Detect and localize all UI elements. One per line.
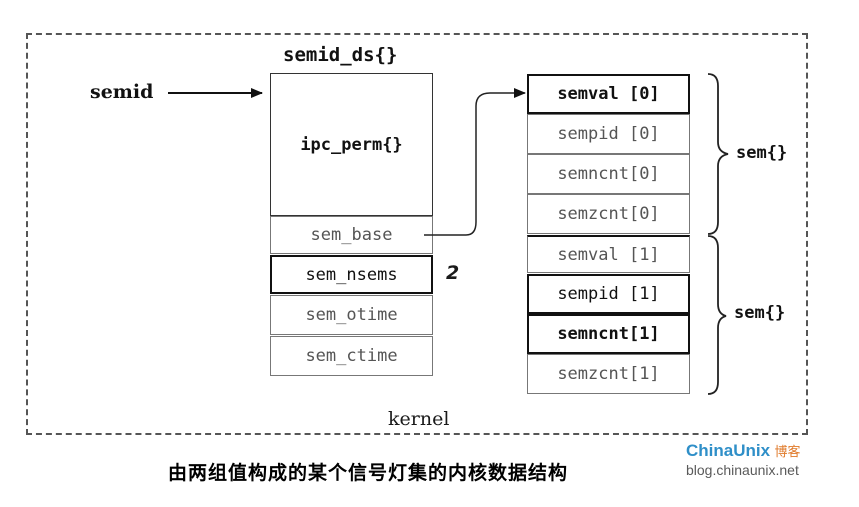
sem-array-item-label: sempid [0] <box>557 124 660 144</box>
sem-nsems-label: sem_nsems <box>305 264 398 285</box>
sem-array-item: semncnt[0] <box>527 154 690 194</box>
semid-label: semid <box>90 81 154 103</box>
watermark: ChinaUnix 博客 blog.chinaunix.net <box>686 441 801 478</box>
sem-base-field: sem_base <box>270 216 433 254</box>
kernel-label: kernel <box>388 408 450 430</box>
sem-group-brace-2 <box>707 235 727 395</box>
sem-array-item-label: semzcnt[0] <box>557 204 660 224</box>
watermark-brand: ChinaUnix <box>686 441 771 460</box>
sem-array-item-label: semncnt[1] <box>557 324 660 344</box>
sem-array-item: sempid [1] <box>527 274 690 314</box>
sem-nsems-field: sem_nsems <box>270 255 433 294</box>
ipc-perm-label: ipc_perm{} <box>300 134 403 155</box>
sem-group-label-2: sem{} <box>734 303 786 323</box>
sem-array-item: semval [0] <box>527 74 690 114</box>
sem-array-item: semzcnt[0] <box>527 194 690 234</box>
sem-array-item-label: sempid [1] <box>557 284 660 304</box>
sem-array-item: semval [1] <box>527 235 690 273</box>
sem-array-item-label: semval [1] <box>557 244 660 265</box>
sem-array-item-label: semval [0] <box>557 84 660 104</box>
sem-base-label: sem_base <box>310 225 393 245</box>
sem-array-item: semncnt[1] <box>527 314 690 354</box>
nsems-value: 2 <box>446 262 460 284</box>
sem-base-pointer-arrow <box>424 88 526 236</box>
sem-ctime-label: sem_ctime <box>305 346 398 366</box>
watermark-url: blog.chinaunix.net <box>686 462 799 478</box>
sem-otime-field: sem_otime <box>270 295 433 335</box>
watermark-suffix: 博客 <box>774 444 801 459</box>
sem-array-item-label: semzcnt[1] <box>557 364 660 384</box>
sem-group-brace-1 <box>707 73 729 235</box>
figure-caption: 由两组值构成的某个信号灯集的内核数据结构 <box>168 462 569 484</box>
semid-ds-title: semid_ds{} <box>283 44 398 66</box>
sem-group-label-1: sem{} <box>736 143 788 163</box>
sem-array-item: semzcnt[1] <box>527 354 690 394</box>
sem-array-item-label: semncnt[0] <box>557 164 660 184</box>
sem-ctime-field: sem_ctime <box>270 336 433 376</box>
kernel-boundary <box>26 33 808 435</box>
ipc-perm-box: ipc_perm{} <box>270 73 433 216</box>
sem-otime-label: sem_otime <box>305 305 398 325</box>
sem-array-item: sempid [0] <box>527 114 690 154</box>
